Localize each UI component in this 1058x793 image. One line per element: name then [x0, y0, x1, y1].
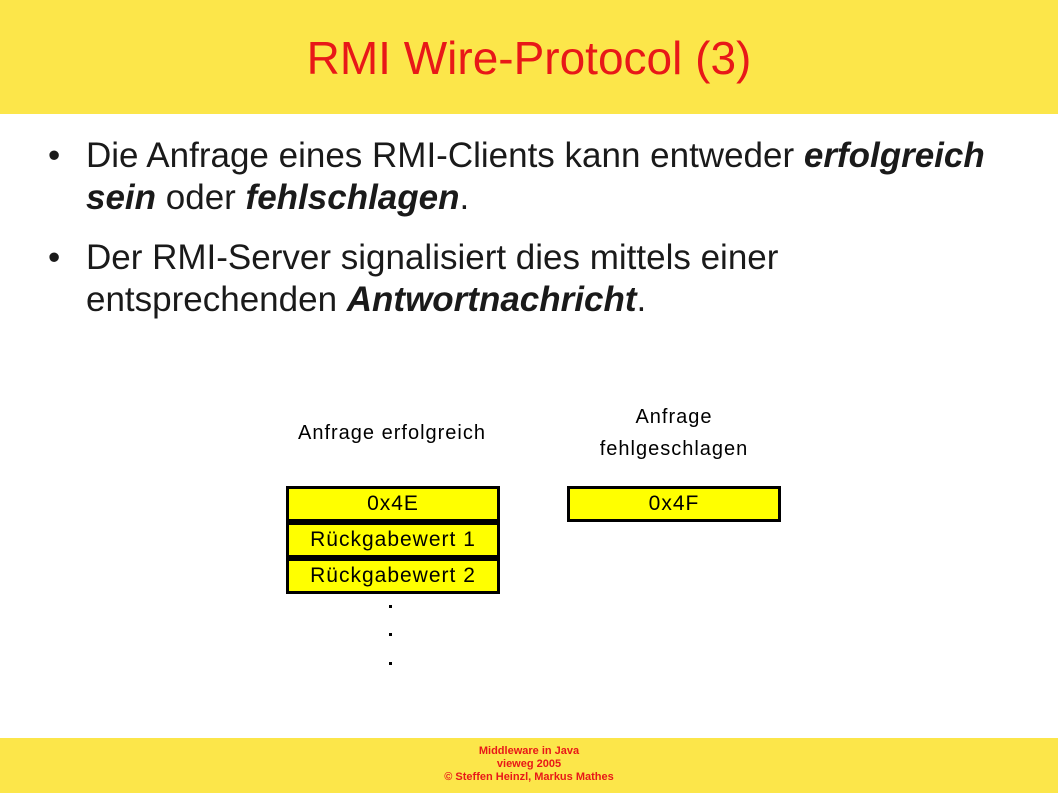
- footer-line-3: © Steffen Heinzl, Markus Mathes: [444, 771, 614, 783]
- continuation-dot: [389, 633, 392, 636]
- header-bar: [0, 0, 1058, 114]
- failure-box-code: 0x4F: [567, 486, 781, 522]
- success-box-return-1: Rückgabewert 1: [286, 522, 500, 558]
- bullet-item-1: • Die Anfrage eines RMI-Clients kann ent…: [48, 135, 1008, 219]
- slide-title: RMI Wire-Protocol (3): [306, 32, 752, 84]
- bullet-marker: •: [48, 238, 61, 277]
- bullet-item-2: • Der RMI-Server signalisiert dies mitte…: [48, 237, 1008, 321]
- bullet-marker: •: [48, 136, 61, 175]
- bullet-emphasis: erfolgreich sein: [86, 136, 985, 217]
- bullet-text: Die Anfrage eines RMI-Clients kann entwe…: [86, 136, 804, 175]
- bullet-emphasis: Antwortnachricht: [346, 280, 637, 319]
- success-label: Anfrage erfolgreich: [298, 422, 486, 444]
- success-box-return-2: Rückgabewert 2: [286, 558, 500, 594]
- failure-label-line-1: Anfrage: [635, 406, 713, 428]
- footer-text: Middleware in Java vieweg 2005 © Steffen…: [0, 745, 1058, 784]
- continuation-dot: [389, 605, 392, 608]
- bullet-text: Der RMI-Server signalisiert dies mittels…: [86, 238, 779, 319]
- success-box-code: 0x4E: [286, 486, 500, 522]
- bullet-text: .: [459, 178, 470, 217]
- bullet-list: • Die Anfrage eines RMI-Clients kann ent…: [48, 135, 1008, 339]
- footer-line-1: Middleware in Java: [478, 745, 580, 757]
- failure-label-line-2: fehlgeschlagen: [599, 438, 749, 460]
- bullet-text: oder: [156, 178, 246, 217]
- continuation-dot: [389, 662, 392, 665]
- footer-line-2: vieweg 2005: [496, 758, 562, 770]
- footer-bar: [0, 738, 1058, 793]
- bullet-emphasis: fehlschlagen: [245, 178, 460, 217]
- bullet-text: .: [636, 280, 647, 319]
